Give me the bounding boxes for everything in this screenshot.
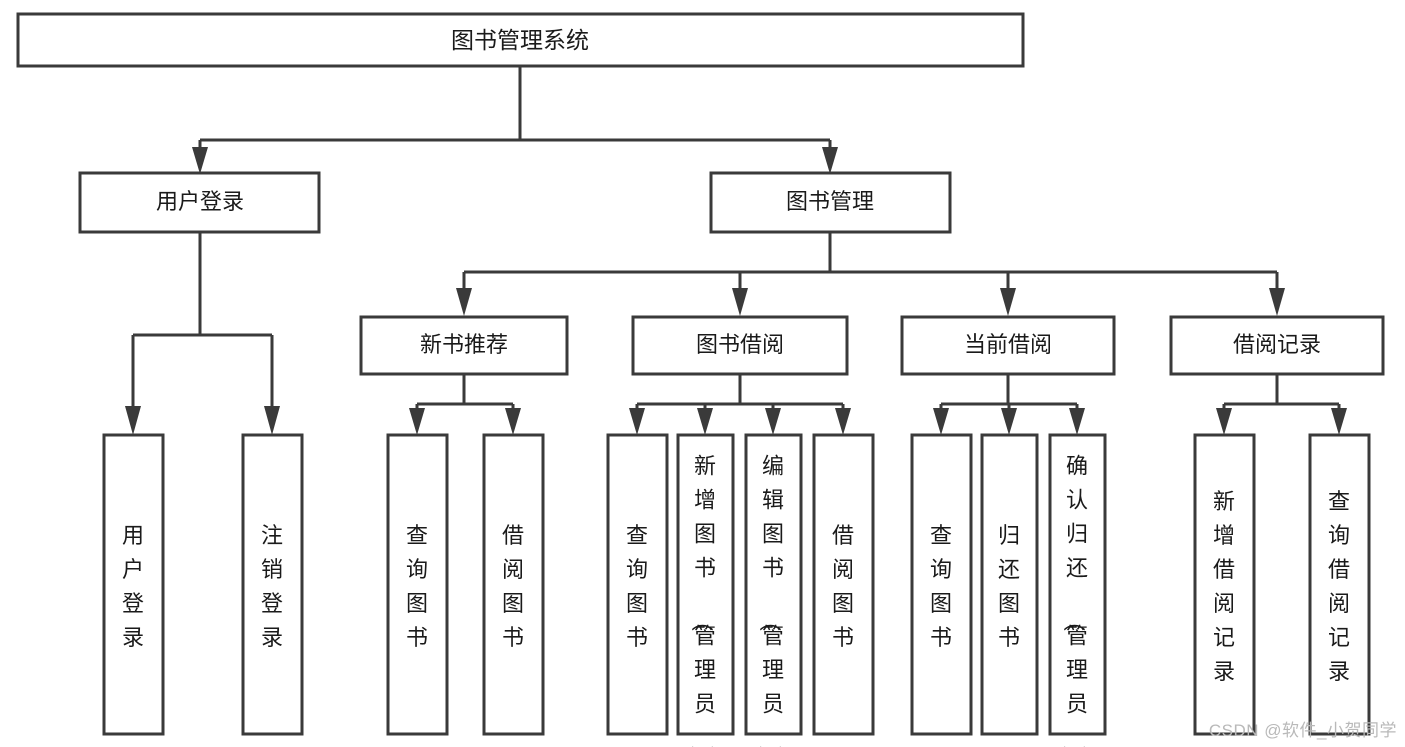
arrow-head-leaf-query-book-3 xyxy=(933,408,949,435)
node-new-book-rec[interactable]: 新书推荐 xyxy=(359,315,569,376)
arrow-head-leaf-return-book xyxy=(1001,408,1017,435)
arrow-head-leaf-query-book-2 xyxy=(629,408,645,435)
node-leaf-user-logout[interactable]: 注销登录 xyxy=(241,433,304,736)
node-leaf-add-book[interactable]: 新增图书（管理员） xyxy=(676,433,735,747)
node-leaf-confirm-return-box[interactable] xyxy=(1048,433,1107,736)
arrow-head-book-borrow xyxy=(732,288,748,316)
arrow-head-leaf-edit-book xyxy=(765,408,781,435)
arrow-head-book-manage xyxy=(822,147,838,174)
node-new-book-rec-label: 新书推荐 xyxy=(420,332,508,357)
node-leaf-edit-book-box[interactable] xyxy=(744,433,803,736)
node-leaf-query-record-box[interactable] xyxy=(1308,433,1371,736)
node-leaf-edit-book[interactable]: 编辑图书（管理员） xyxy=(744,433,803,747)
node-leaf-add-record-label: 新增借阅记录 xyxy=(1213,489,1235,684)
node-leaf-borrow-book-2-box[interactable] xyxy=(812,433,875,736)
watermark-text: CSDN @软件_小贺同学 xyxy=(1208,721,1397,740)
node-leaf-user-login[interactable]: 用户登录 xyxy=(102,433,165,736)
node-current-borrow-label: 当前借阅 xyxy=(964,332,1052,357)
node-leaf-query-book-3-label: 查询图书 xyxy=(930,523,952,650)
node-book-borrow-label: 图书借阅 xyxy=(696,332,784,357)
node-leaf-return-book-box[interactable] xyxy=(980,433,1039,736)
node-leaf-query-book-3[interactable]: 查询图书 xyxy=(910,433,973,736)
node-leaf-user-logout-label: 注销登录 xyxy=(261,523,283,650)
node-root-label: 图书管理系统 xyxy=(451,27,589,53)
arrow-head-leaf-borrow-book-2 xyxy=(835,408,851,435)
node-leaf-query-book-3-box[interactable] xyxy=(910,433,973,736)
node-leaf-confirm-return-label: 确认归还（管理员） xyxy=(1061,454,1088,747)
arrow-head-leaf-user-logout xyxy=(264,406,280,435)
node-book-manage[interactable]: 图书管理 xyxy=(709,171,952,234)
node-user-login-label: 用户登录 xyxy=(156,189,244,214)
arrow-head-leaf-query-record xyxy=(1331,408,1347,435)
node-leaf-confirm-return[interactable]: 确认归还（管理员） xyxy=(1048,433,1107,747)
node-leaf-user-login-label: 用户登录 xyxy=(122,523,144,650)
node-leaf-query-book-2[interactable]: 查询图书 xyxy=(606,433,669,736)
node-leaf-query-book-1[interactable]: 查询图书 xyxy=(386,433,449,736)
node-current-borrow-box[interactable] xyxy=(900,315,1116,376)
arrow-head-new-book-rec xyxy=(456,288,472,316)
arrow-head-leaf-confirm-return xyxy=(1069,408,1085,435)
arrow-head-current-borrow xyxy=(1000,288,1016,316)
arrow-head-leaf-user-login xyxy=(125,406,141,435)
node-leaf-user-logout-box[interactable] xyxy=(241,433,304,736)
node-leaf-edit-book-label: 编辑图书（管理员） xyxy=(757,454,784,747)
node-borrow-record-box[interactable] xyxy=(1169,315,1385,376)
node-leaf-add-record[interactable]: 新增借阅记录 xyxy=(1193,433,1256,736)
node-borrow-record[interactable]: 借阅记录 xyxy=(1169,315,1385,376)
arrow-head-leaf-add-record xyxy=(1216,408,1232,435)
node-leaf-borrow-book-1-label: 借阅图书 xyxy=(502,523,524,650)
node-leaf-borrow-book-1[interactable]: 借阅图书 xyxy=(482,433,545,736)
arrow-head-leaf-add-book xyxy=(697,408,713,435)
leaf-nodes-group: 用户登录 注销登录 查询图书 借阅图书 查询图书 新增图书（管理员） xyxy=(102,433,1371,747)
node-book-borrow-box[interactable] xyxy=(631,315,849,376)
arrow-head-leaf-query-book-1 xyxy=(409,408,425,435)
node-leaf-borrow-book-1-box[interactable] xyxy=(482,433,545,736)
connectors-group xyxy=(125,66,1347,435)
node-leaf-query-record-label: 查询借阅记录 xyxy=(1328,489,1350,684)
node-user-login-box[interactable] xyxy=(78,171,321,234)
node-leaf-query-book-1-box[interactable] xyxy=(386,433,449,736)
node-new-book-rec-box[interactable] xyxy=(359,315,569,376)
arrow-head-borrow-record xyxy=(1269,288,1285,316)
node-root[interactable]: 图书管理系统 xyxy=(16,12,1025,68)
node-root-box[interactable] xyxy=(16,12,1025,68)
node-leaf-add-book-label: 新增图书（管理员） xyxy=(689,454,716,747)
node-leaf-add-book-box[interactable] xyxy=(676,433,735,736)
node-book-manage-box[interactable] xyxy=(709,171,952,234)
node-leaf-query-book-2-label: 查询图书 xyxy=(626,523,648,650)
node-current-borrow[interactable]: 当前借阅 xyxy=(900,315,1116,376)
node-leaf-query-book-2-box[interactable] xyxy=(606,433,669,736)
arrow-head-leaf-borrow-book-1 xyxy=(505,408,521,435)
node-leaf-add-record-box[interactable] xyxy=(1193,433,1256,736)
node-leaf-borrow-book-2-label: 借阅图书 xyxy=(832,523,854,650)
node-leaf-return-book[interactable]: 归还图书 xyxy=(980,433,1039,736)
node-leaf-user-login-box[interactable] xyxy=(102,433,165,736)
node-borrow-record-label: 借阅记录 xyxy=(1233,332,1321,357)
node-leaf-query-book-1-label: 查询图书 xyxy=(406,523,428,650)
arrow-head-user-login xyxy=(192,147,208,174)
node-user-login[interactable]: 用户登录 xyxy=(78,171,321,234)
node-book-manage-label: 图书管理 xyxy=(786,189,874,214)
node-book-borrow[interactable]: 图书借阅 xyxy=(631,315,849,376)
node-leaf-borrow-book-2[interactable]: 借阅图书 xyxy=(812,433,875,736)
node-leaf-query-record[interactable]: 查询借阅记录 xyxy=(1308,433,1371,736)
node-leaf-return-book-label: 归还图书 xyxy=(998,523,1020,650)
